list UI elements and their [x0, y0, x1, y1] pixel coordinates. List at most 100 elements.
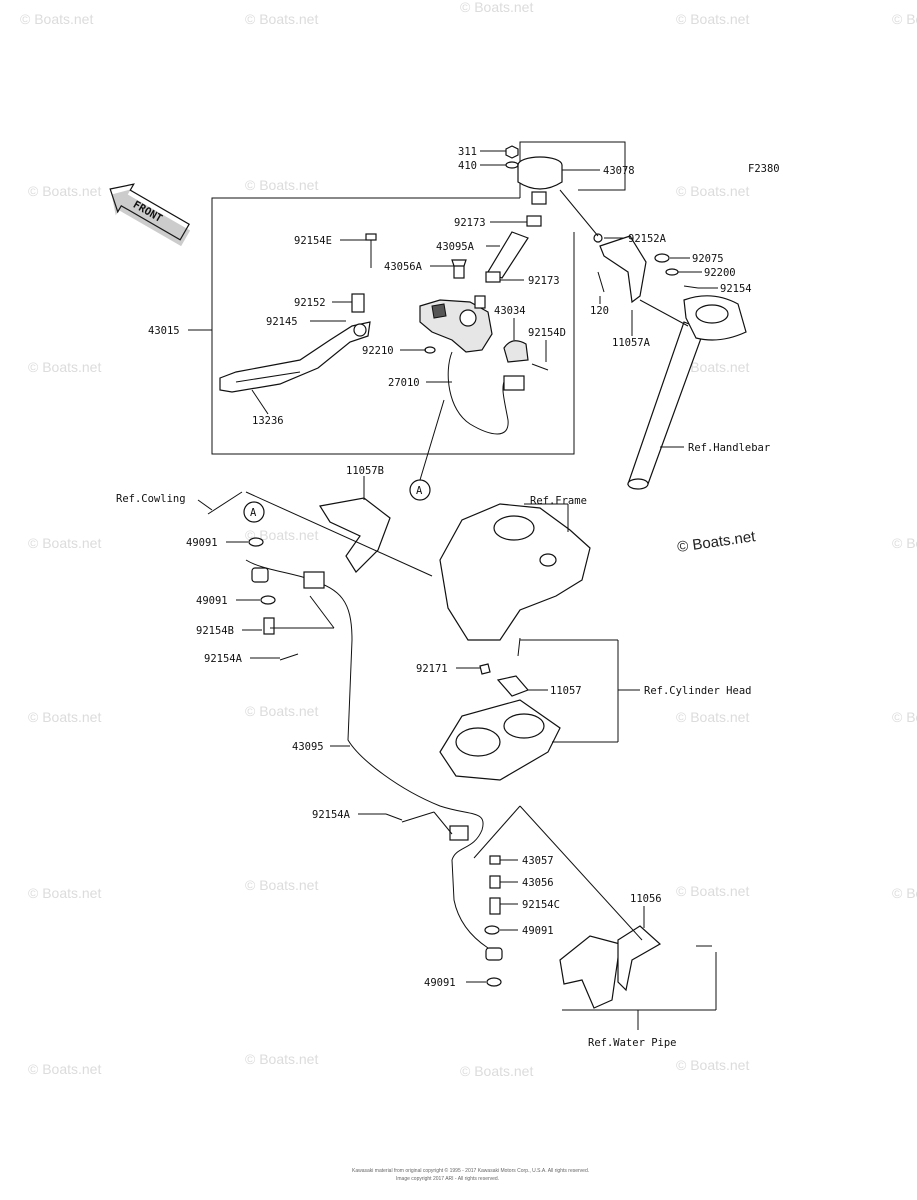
part-number-label: 11057 [550, 685, 582, 697]
leader-lines [188, 150, 718, 1030]
part-number-label: 43057 [522, 855, 554, 867]
callout-a: A [250, 507, 257, 519]
watermark: © Boats.net [676, 11, 749, 27]
bolt-92154C [489, 897, 501, 915]
part-number-label: 43034 [494, 305, 526, 317]
bolt-92154D [531, 363, 549, 371]
hose-clamp-92173b [485, 271, 501, 283]
part-number-label: 92210 [362, 345, 394, 357]
watermark: © Boats.net [28, 885, 101, 901]
frame [439, 503, 591, 641]
part-number-label: 49091 [196, 595, 228, 607]
reservoir-43078 [517, 156, 563, 205]
watermark: © Boats.net [676, 359, 749, 375]
part-number-label: 92154A [312, 809, 351, 821]
grommet-92075 [654, 253, 670, 263]
washer-92210 [424, 346, 436, 354]
part-number-label: 92173 [454, 217, 486, 229]
water-pipe [559, 935, 621, 1009]
watermark: © Boats.net [892, 535, 917, 551]
clutch-lever-13236 [219, 321, 371, 393]
part-number-label: 92152A [628, 233, 667, 245]
callout-a: A [416, 485, 423, 497]
footer-copyright: Image copyright 2017 ARI - All rights re… [396, 1176, 499, 1182]
clutch-switch-27010 [447, 351, 525, 435]
bleeder-43056 [489, 875, 501, 889]
washer-92152A [593, 233, 603, 243]
watermark: © Boats.net [460, 0, 533, 15]
reference-label: Ref.Frame [530, 495, 587, 507]
watermark: © Boats.net [892, 11, 917, 27]
part-number-label: 49091 [186, 537, 218, 549]
footer-copyright: Kawasaki material from original copyrigh… [352, 1167, 589, 1174]
bolt-92154E [365, 233, 377, 268]
reference-label: Ref.Cowling [116, 493, 186, 505]
part-number-label: 27010 [388, 377, 420, 389]
part-number-label: 92171 [416, 663, 448, 675]
watermark: © Boats.net [245, 877, 318, 893]
banjo-upper [251, 567, 269, 583]
watermark: © Boats.net [676, 183, 749, 199]
part-number-label: 49091 [522, 925, 554, 937]
assembly-box-43015 [211, 141, 626, 455]
part-number-label: 11056 [630, 893, 662, 905]
watermark: © Boats.net [892, 885, 917, 901]
bolt-92171 [479, 663, 491, 675]
footer: Kawasaki material from original copyrigh… [352, 1167, 589, 1182]
watermark: © Boats.net [28, 535, 101, 551]
part-number-label: 92173 [528, 275, 560, 287]
bracket-11056 [617, 925, 662, 992]
washer-49091d [486, 977, 502, 987]
diagram-code: F2380 [748, 163, 780, 175]
clamp-43034 [503, 340, 529, 363]
watermark: © Boats.net [245, 1051, 318, 1067]
part-number-label: 43095A [436, 241, 475, 253]
part-number-label: 92154B [196, 625, 234, 637]
washer-49091c [484, 925, 500, 935]
watermark: © Boats.net [676, 883, 749, 899]
part-number-label: 120 [590, 305, 609, 317]
part-number-label: 92154C [522, 899, 560, 911]
handlebar [627, 295, 747, 490]
part-number-label: 43078 [603, 165, 635, 177]
bolt-92154Aa [279, 653, 299, 661]
watermark: © Boats.net [245, 177, 318, 193]
part-number-label: 92200 [704, 267, 736, 279]
banjo-43056A [451, 259, 467, 279]
washer-410 [505, 161, 519, 169]
bracket-11057A [599, 235, 647, 304]
washer-49091a [248, 537, 264, 547]
watermark: © Boats.net [892, 709, 917, 725]
part-number-label: 92154A [204, 653, 243, 665]
part-number-label: 43056A [384, 261, 423, 273]
part-number-label: 13236 [252, 415, 284, 427]
washer-49091b [260, 595, 276, 605]
cylinder-head [439, 699, 561, 781]
nut-311 [505, 145, 519, 159]
washer-92200 [665, 268, 679, 276]
watermark: © Boats.net [460, 1063, 533, 1079]
reference-label: Ref.Cylinder Head [644, 685, 751, 697]
watermark: © Boats.net [28, 359, 101, 375]
watermark: © Boats.net [245, 527, 318, 543]
watermark: © Boats.net [28, 183, 101, 199]
part-number-label: 92154E [294, 235, 332, 247]
cowling-bolt [207, 491, 243, 515]
reference-label: Ref.Handlebar [688, 442, 770, 454]
watermark-layer: © Boats.net © Boats.net © Boats.net © Bo… [20, 0, 917, 1079]
part-number-label: 43095 [292, 741, 324, 753]
watermark-prominent: © Boats.net [676, 528, 757, 556]
banjo-lower [485, 947, 503, 961]
master-cylinder-body [419, 295, 493, 353]
front-arrow: FRONT [109, 183, 191, 247]
part-number-label: 92145 [266, 316, 298, 328]
hose-clamp-92173 [526, 215, 542, 227]
bracket-11057 [496, 675, 530, 697]
part-number-label: 43015 [148, 325, 180, 337]
bolt-cylinder [517, 637, 521, 657]
pivot-collar-92152 [351, 293, 365, 313]
part-number-label: 92154D [528, 327, 566, 339]
watermark: © Boats.net [245, 703, 318, 719]
bolt-120 [597, 271, 605, 293]
